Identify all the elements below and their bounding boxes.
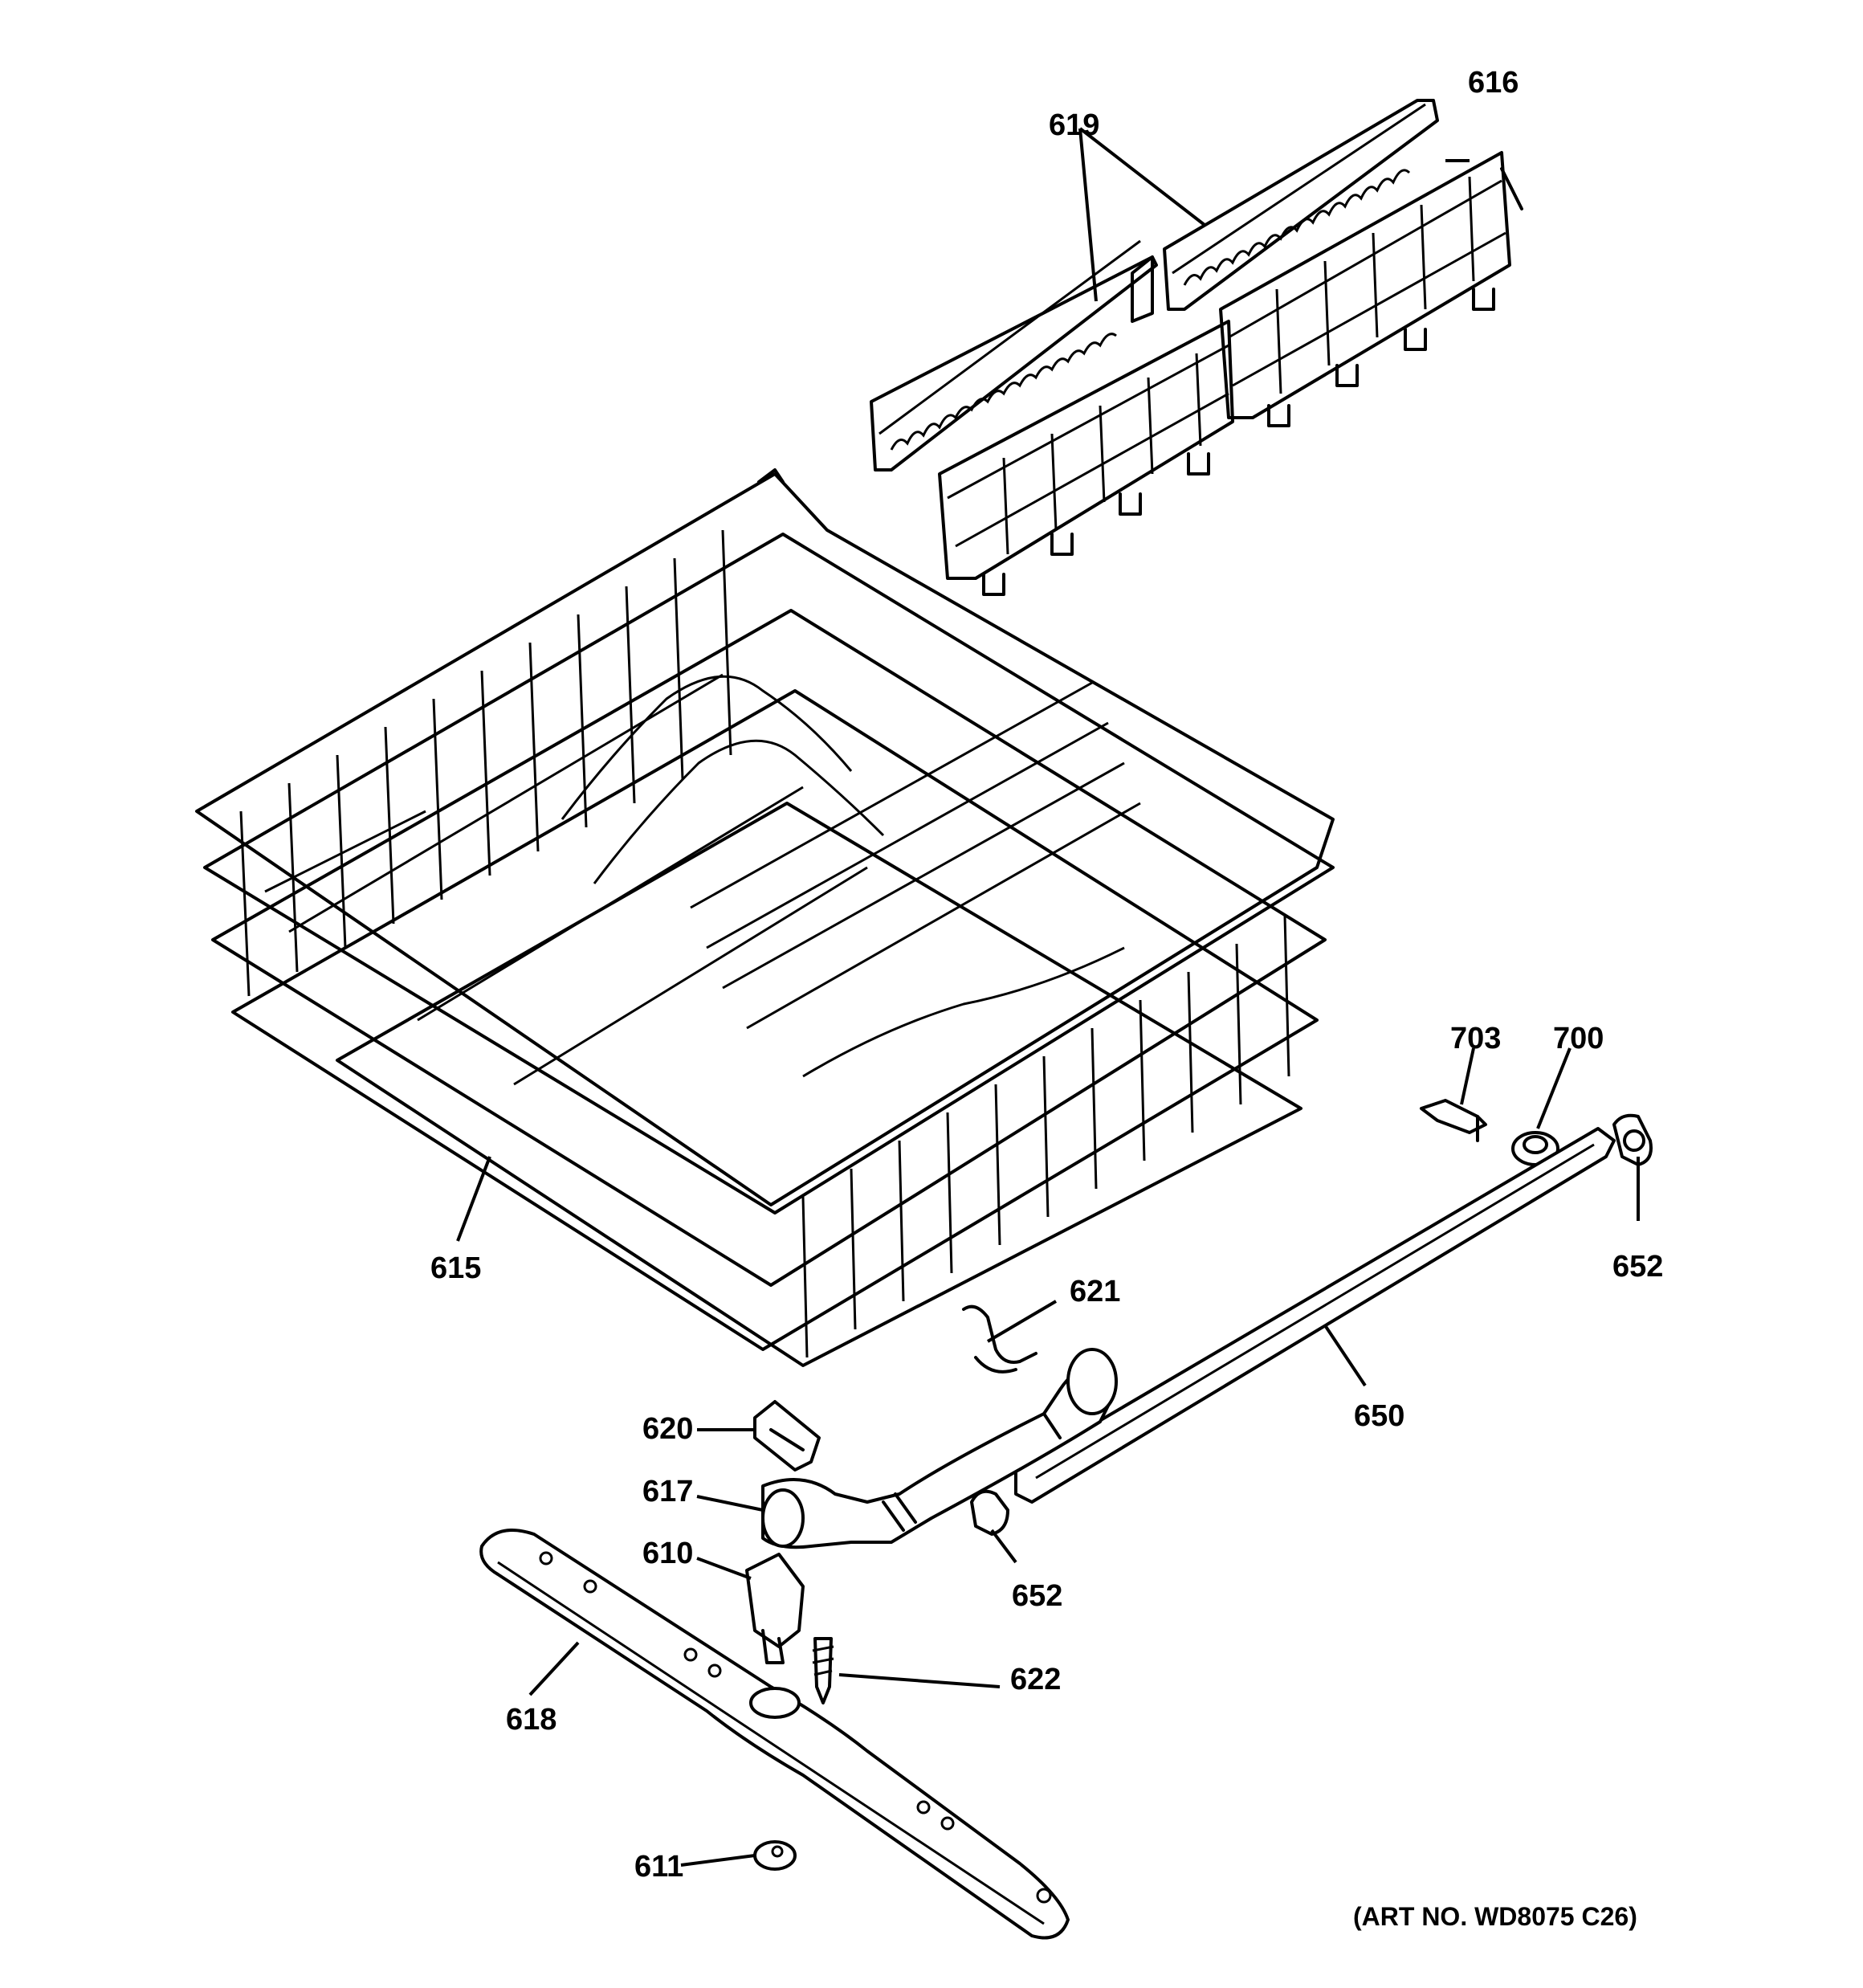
callout-616: 616 [1468,66,1519,100]
wheel-700 [1511,1131,1559,1166]
callout-622: 622 [1010,1663,1062,1696]
end-cap-652-upper [1612,1113,1653,1166]
callout-617: 617 [642,1475,694,1508]
rail-650 [1014,1127,1616,1504]
tine-row-619-left [870,239,1158,471]
tine-row-619-right [1163,99,1439,311]
callout-652-upper: 652 [1612,1250,1664,1284]
callout-610: 610 [642,1537,694,1570]
screw-622 [812,1637,834,1704]
callout-611: 611 [634,1850,684,1884]
art-number: (ART NO. WD8075 C26) [1353,1902,1637,1931]
manifold-617 [761,1348,1118,1549]
dishrack-615 [195,468,1335,1367]
callout-618: 618 [506,1703,557,1737]
shelf-616-left [938,320,1234,596]
callout-621: 621 [1070,1275,1121,1308]
shelf-616-right [1219,151,1523,427]
holder-620 [753,1400,821,1472]
leader-lines [456,127,1640,1867]
bearing-610 [745,1553,805,1664]
clip-703 [1420,1099,1487,1142]
callout-650: 650 [1354,1399,1405,1433]
spray-arm-618 [479,1529,1070,1940]
end-cap-652-lower [970,1489,1009,1536]
callout-619: 619 [1049,108,1100,142]
cap-611 [753,1840,797,1871]
callout-703: 703 [1450,1022,1502,1055]
callout-620: 620 [642,1412,694,1446]
callout-615: 615 [430,1251,482,1285]
clip-621 [962,1304,1037,1374]
callout-652-lower: 652 [1012,1579,1063,1613]
callout-700: 700 [1553,1022,1604,1055]
